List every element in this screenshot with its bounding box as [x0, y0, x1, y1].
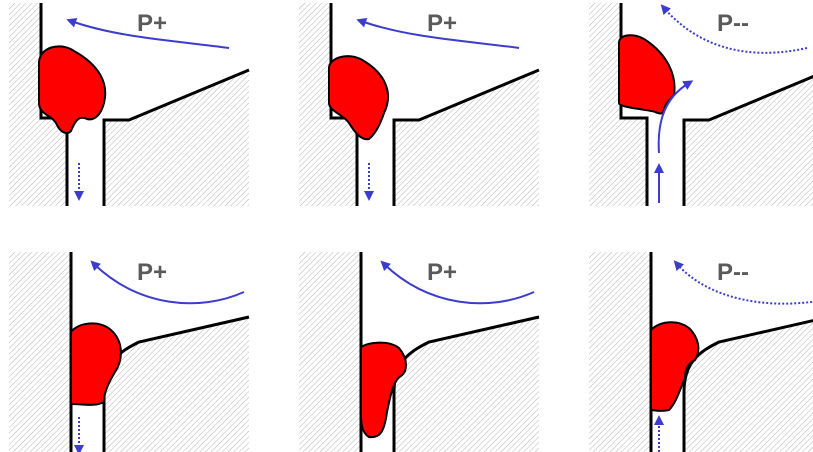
panel-4: P+	[7, 250, 251, 452]
panel-2: P+	[297, 1, 541, 208]
flow-arrow	[66, 17, 230, 49]
droplet-blob	[328, 55, 389, 141]
flow-arrow	[356, 17, 520, 49]
panel-6: P--	[587, 250, 813, 452]
panel-5: P+	[297, 250, 541, 452]
droplet-blob	[360, 341, 407, 439]
nozzle-wall	[7, 250, 251, 452]
flow-arrow	[660, 4, 808, 54]
droplet-blob	[650, 321, 700, 412]
flow-arrow	[90, 260, 245, 305]
pressure-label: P--	[717, 259, 749, 286]
pressure-label: P+	[427, 259, 457, 286]
flow-arrow	[380, 260, 535, 305]
rising-flow-arrow	[657, 80, 694, 154]
droplet-blob	[618, 34, 676, 115]
droplet-blob	[38, 45, 107, 134]
pressure-label: P+	[427, 10, 457, 37]
flow-arrow	[673, 260, 813, 305]
nozzle-wall	[587, 250, 813, 452]
panel-1: P+	[7, 1, 251, 208]
nozzle-wall	[297, 250, 541, 452]
droplet-blob	[70, 322, 122, 406]
pressure-label: P+	[137, 259, 167, 286]
pressure-label: P--	[717, 10, 749, 37]
panel-3: P--	[587, 1, 813, 208]
pressure-label: P+	[137, 10, 167, 37]
